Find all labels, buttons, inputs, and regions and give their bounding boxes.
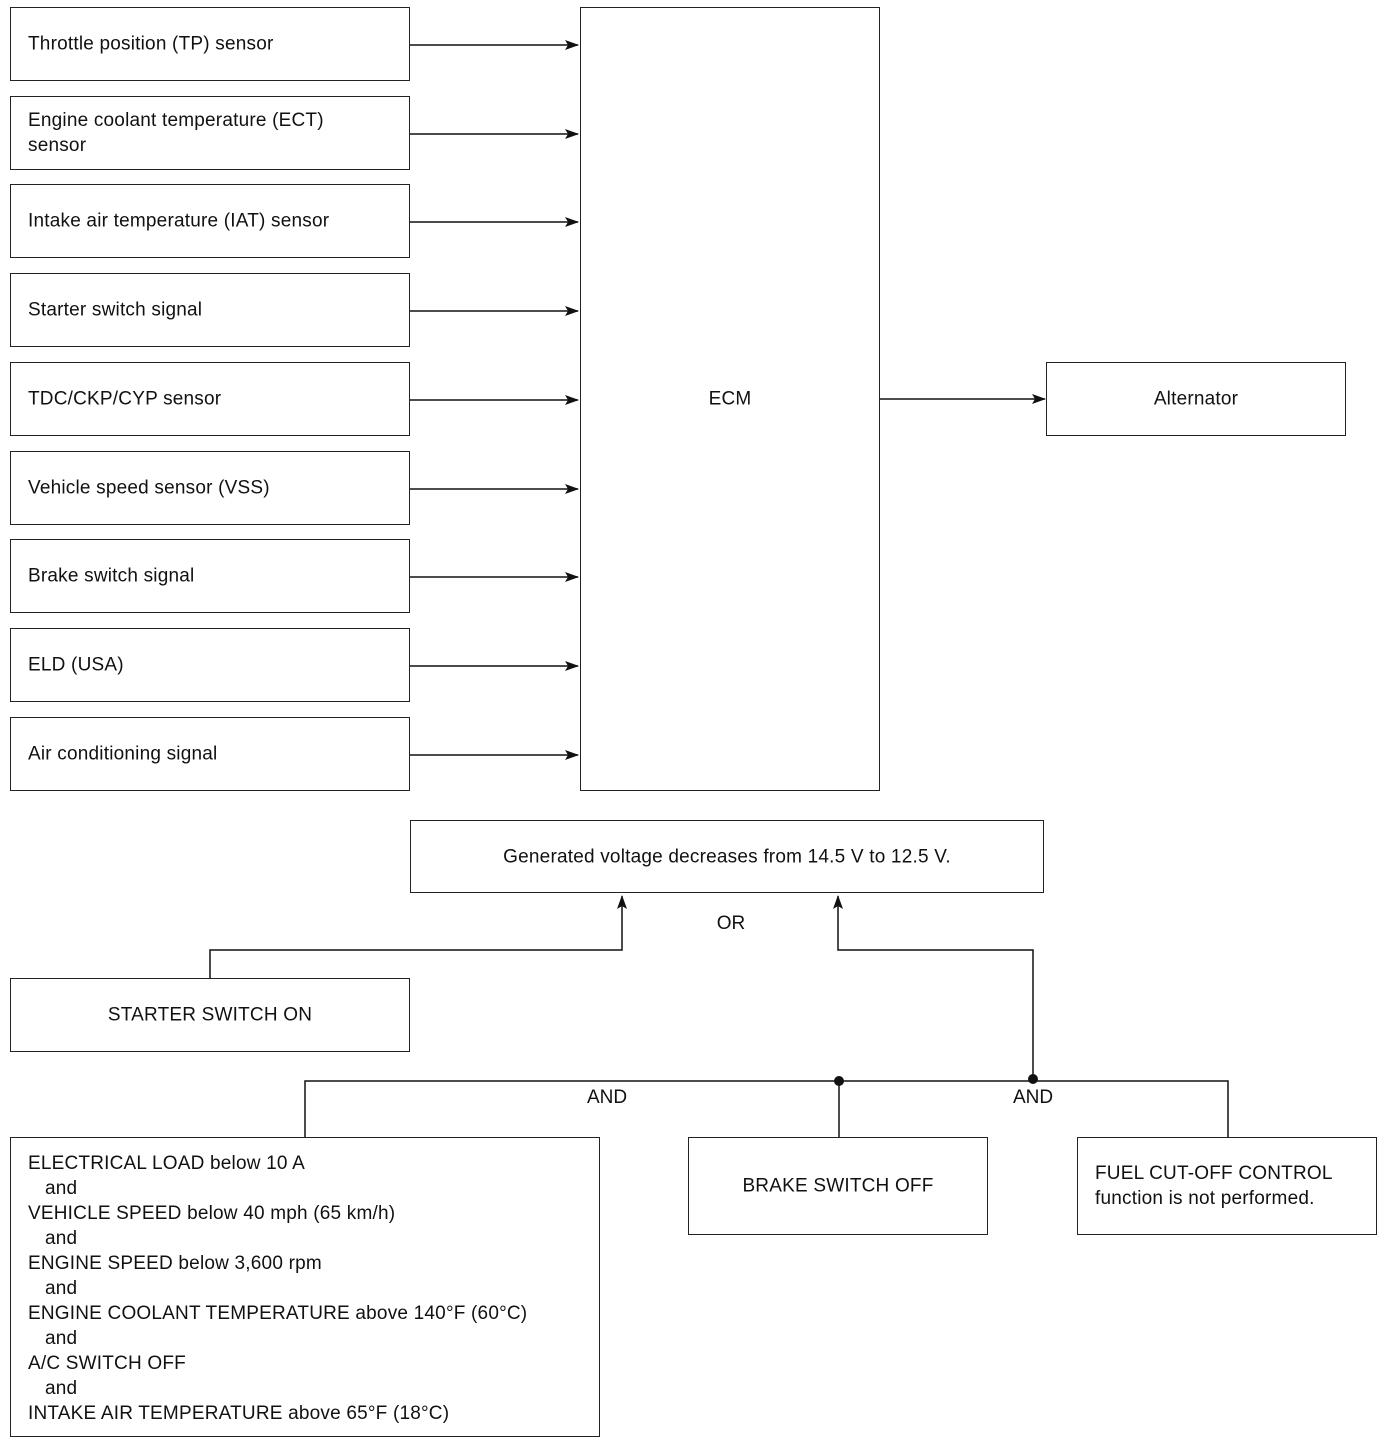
starter-switch-on-box: STARTER SWITCH ON	[10, 978, 410, 1052]
condition-item: A/C SWITCH OFF	[28, 1353, 186, 1374]
result-box: Generated voltage decreases from 14.5 V …	[410, 820, 1044, 893]
condition-and: and	[45, 1178, 78, 1199]
ecm-box: ECM	[580, 7, 880, 791]
fuel-cut-off-box: FUEL CUT-OFF CONTROL function is not per…	[1077, 1137, 1377, 1235]
brake-switch-off-box: BRAKE SWITCH OFF	[688, 1137, 988, 1235]
input-box-ac: Air conditioning signal	[10, 717, 410, 791]
input-label-tdc: TDC/CKP/CYP sensor	[28, 388, 222, 410]
or-label: OR	[716, 913, 746, 934]
input-label-ac: Air conditioning signal	[28, 743, 218, 765]
input-box-brake: Brake switch signal	[10, 539, 410, 613]
starter-on-to-result-line	[209, 895, 627, 978]
input-box-vss: Vehicle speed sensor (VSS)	[10, 451, 410, 525]
input-label-ect: Engine coolant temperature (ECT) sensor	[28, 110, 324, 156]
condition-item: ENGINE SPEED below 3,600 rpm	[28, 1253, 322, 1274]
condition-and: and	[45, 1378, 78, 1399]
input-label-iat: Intake air temperature (IAT) sensor	[28, 210, 330, 232]
fuel-cut-off-label: FUEL CUT-OFF CONTROL function is not per…	[1095, 1163, 1333, 1209]
alternator-box: Alternator	[1046, 362, 1346, 436]
condition-item: INTAKE AIR TEMPERATURE above 65°F (18°C)	[28, 1403, 450, 1424]
brake-switch-off-label: BRAKE SWITCH OFF	[742, 1175, 934, 1197]
input-box-starter: Starter switch signal	[10, 273, 410, 347]
condition-and: and	[45, 1278, 78, 1299]
starter-switch-on-label: STARTER SWITCH ON	[107, 1004, 313, 1026]
input-box-tp: Throttle position (TP) sensor	[10, 7, 410, 81]
input-label-starter: Starter switch signal	[28, 299, 203, 321]
condition-and: and	[45, 1228, 78, 1249]
input-arrows	[410, 40, 579, 760]
condition-and: and	[45, 1328, 78, 1349]
result-label: Generated voltage decreases from 14.5 V …	[503, 846, 951, 867]
input-box-iat: Intake air temperature (IAT) sensor	[10, 184, 410, 258]
input-label-brake: Brake switch signal	[28, 565, 195, 587]
alternator-label: Alternator	[1153, 388, 1239, 410]
input-box-tdc: TDC/CKP/CYP sensor	[10, 362, 410, 436]
and-to-result-line	[833, 895, 1034, 1079]
input-label-tp: Throttle position (TP) sensor	[28, 33, 274, 55]
and-bus-line	[304, 1080, 1229, 1137]
input-label-eld: ELD (USA)	[28, 654, 124, 676]
and-label-right: AND	[1012, 1087, 1054, 1108]
input-box-eld: ELD (USA)	[10, 628, 410, 702]
condition-item: VEHICLE SPEED below 40 mph (65 km/h)	[28, 1203, 396, 1224]
input-box-ect: Engine coolant temperature (ECT) sensor	[10, 96, 410, 170]
condition-item: ELECTRICAL LOAD below 10 A	[28, 1153, 305, 1174]
input-label-vss: Vehicle speed sensor (VSS)	[28, 477, 270, 499]
ecm-label: ECM	[708, 388, 752, 410]
junction-dot-brake	[834, 1076, 844, 1086]
junction-dot-and	[1028, 1074, 1038, 1084]
and-label-left: AND	[586, 1087, 628, 1108]
condition-item: ENGINE COOLANT TEMPERATURE above 140°F (…	[28, 1303, 528, 1324]
